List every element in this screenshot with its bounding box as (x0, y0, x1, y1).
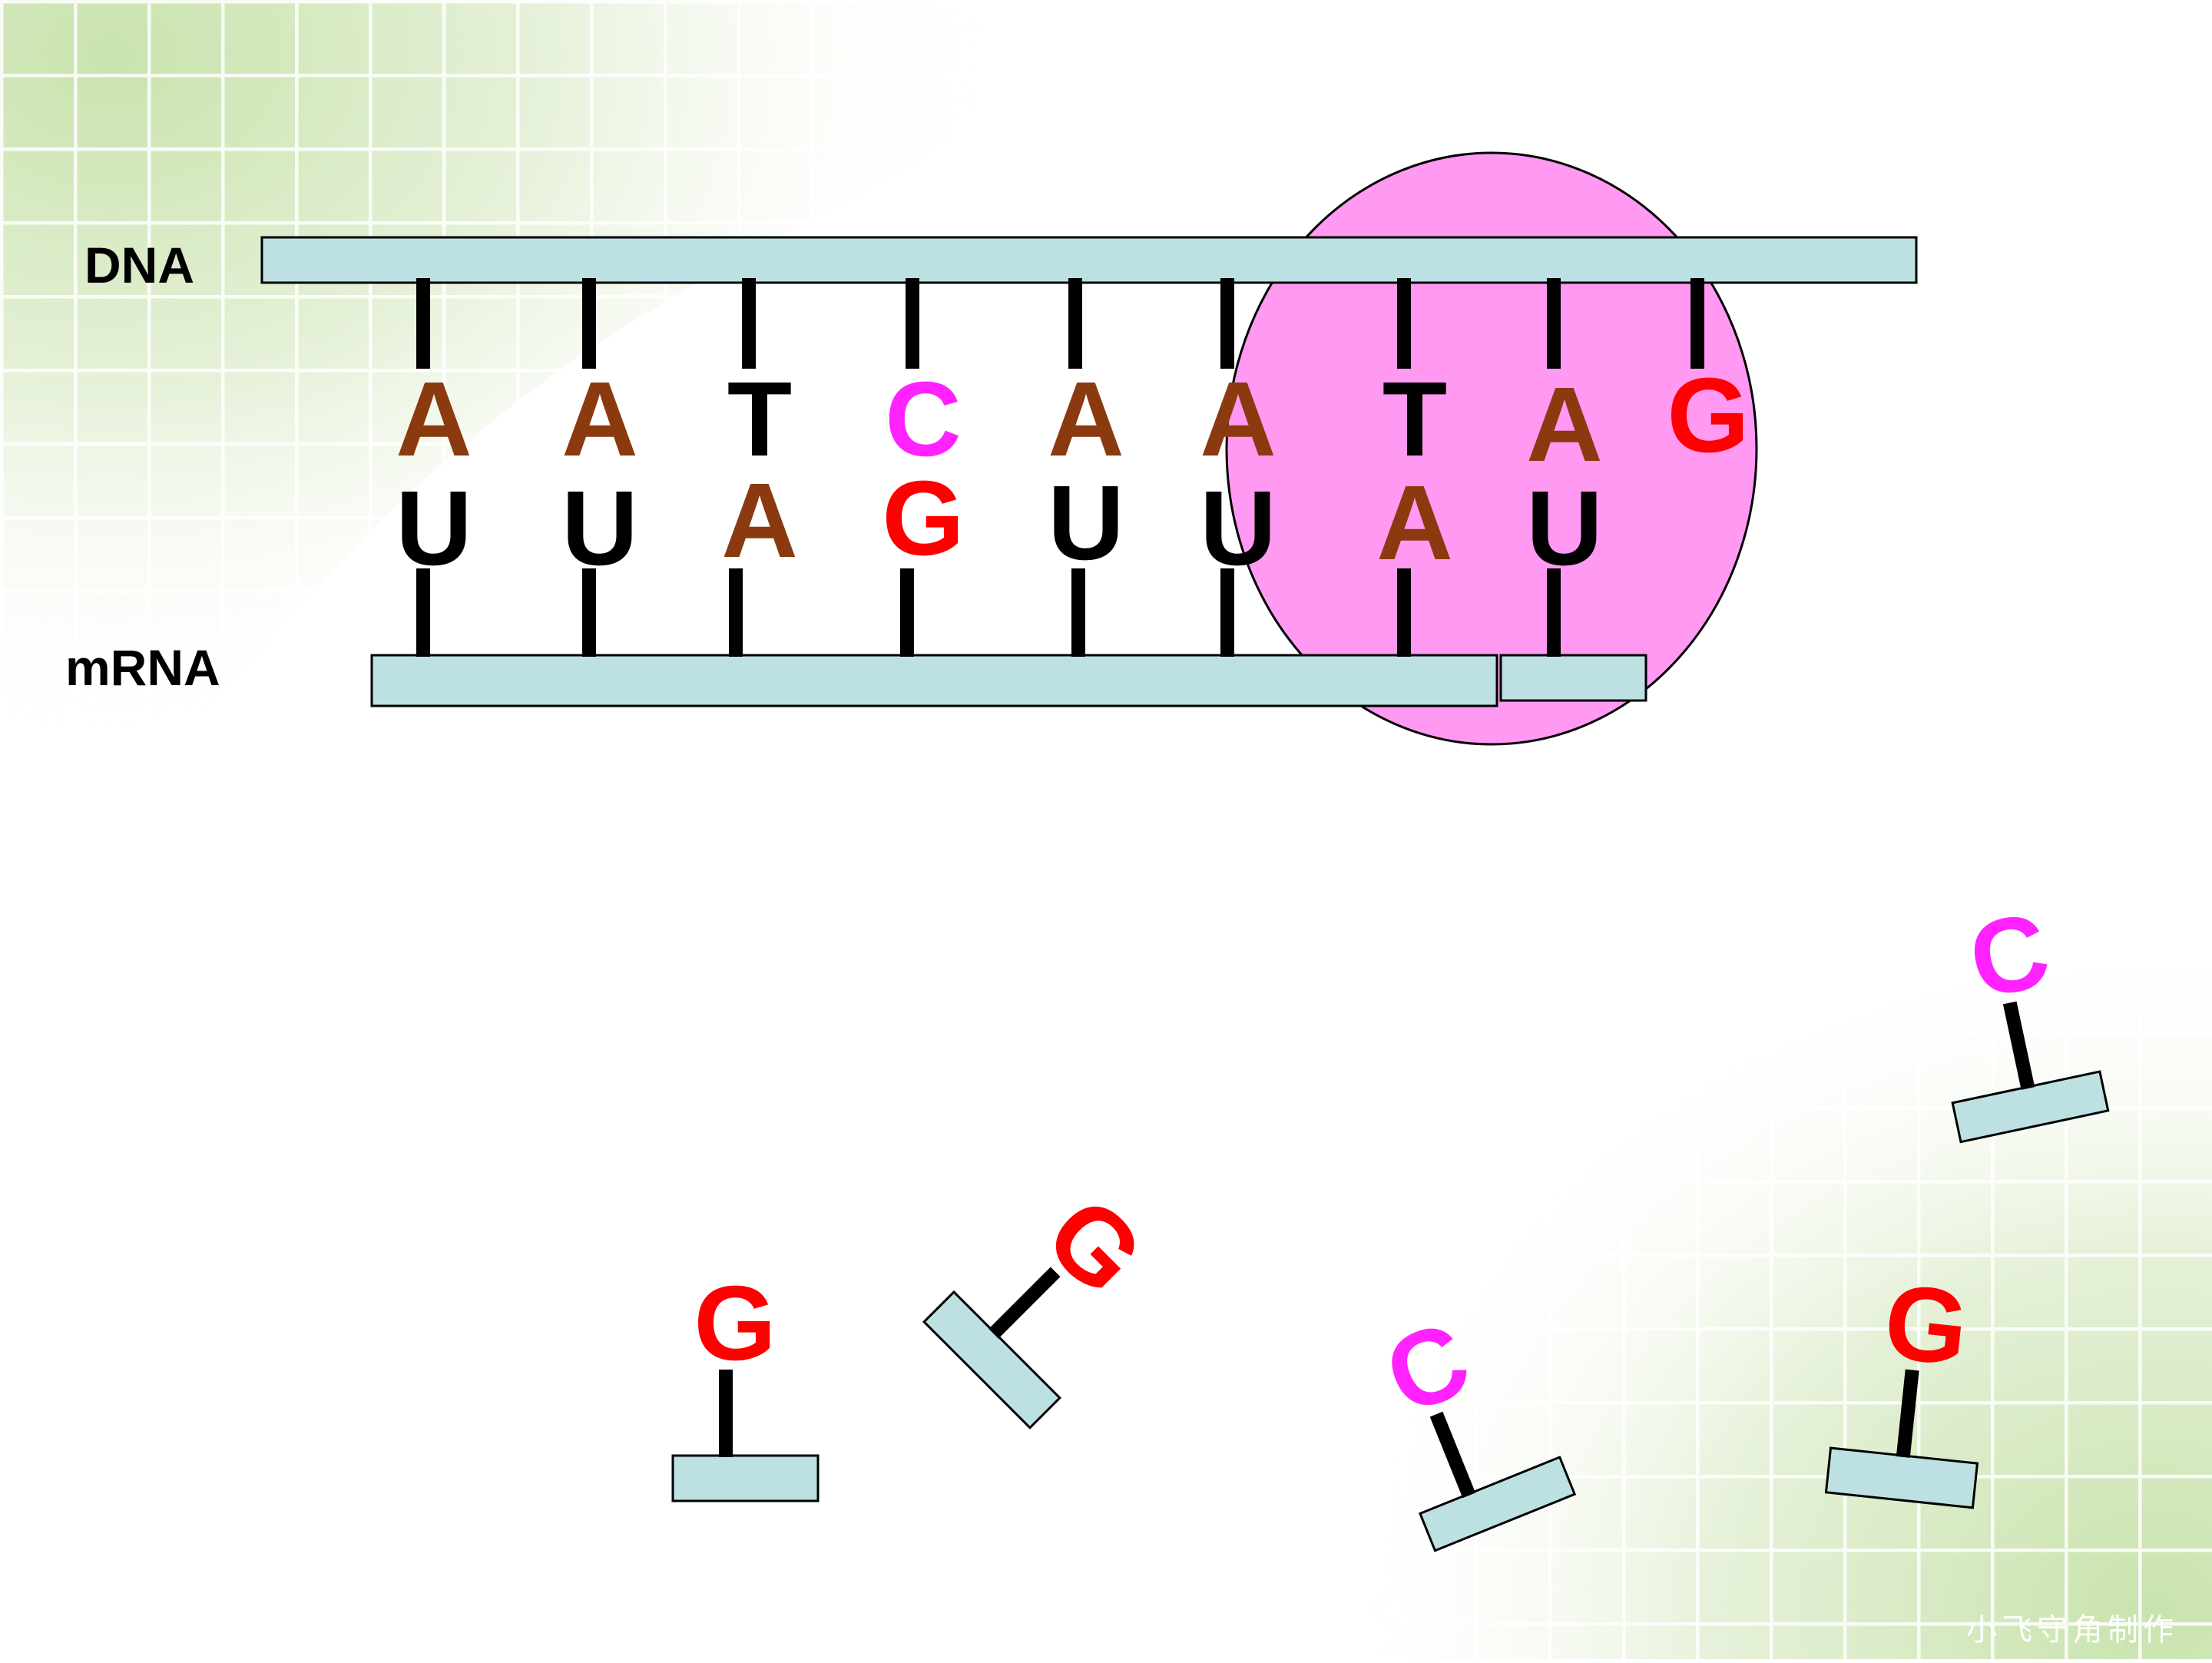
dna-base-1: A (396, 360, 472, 479)
mrna-base-1: U (396, 469, 472, 588)
dna-strand (260, 236, 1918, 284)
rna-polymerase (1225, 151, 1758, 746)
free-nucleotide-sugar (1418, 1456, 1577, 1552)
free-nucleotide-1: C (1951, 890, 2110, 1144)
free-nucleotide-2: G (671, 1264, 820, 1502)
dna-base-9: G (1667, 356, 1749, 475)
mrna-base-4: G (882, 459, 964, 578)
free-nucleotide-5: G (1824, 1262, 1979, 1509)
free-nucleotide-bond (1896, 1369, 1919, 1458)
dna-base-5: A (1048, 360, 1124, 479)
dna-label: DNA (84, 237, 194, 293)
free-nucleotide-sugar (922, 1290, 1061, 1429)
free-nucleotide-bond (988, 1267, 1061, 1339)
mrna-label: mRNA (65, 639, 220, 696)
mrna-base-5: U (1048, 464, 1124, 582)
mrna-base-8: U (1526, 469, 1603, 588)
dna-base-8: A (1526, 366, 1603, 484)
free-nucleotide-base: G (1879, 1262, 1973, 1388)
dna-base-4: C (885, 360, 962, 479)
free-nucleotide-sugar (671, 1454, 820, 1502)
dna-base-7: T (1382, 360, 1447, 479)
watermark: 小飞守角制作 (1966, 1612, 2178, 1648)
free-nucleotide-bond (2002, 1001, 2035, 1090)
dna-base-6: A (1200, 360, 1277, 479)
mrna-base-7: A (1376, 464, 1453, 582)
free-nucleotide-bond (1429, 1411, 1476, 1499)
mrna-base-6: U (1200, 469, 1277, 588)
mrna-new-segment (1499, 654, 1647, 702)
mrna-strand (370, 654, 1498, 707)
dna-base-3: T (727, 360, 792, 479)
dna-base-2: A (561, 360, 638, 479)
mrna-base-3: A (721, 462, 798, 580)
free-nucleotide-base: G (694, 1264, 776, 1383)
mrna-base-2: U (561, 469, 638, 588)
